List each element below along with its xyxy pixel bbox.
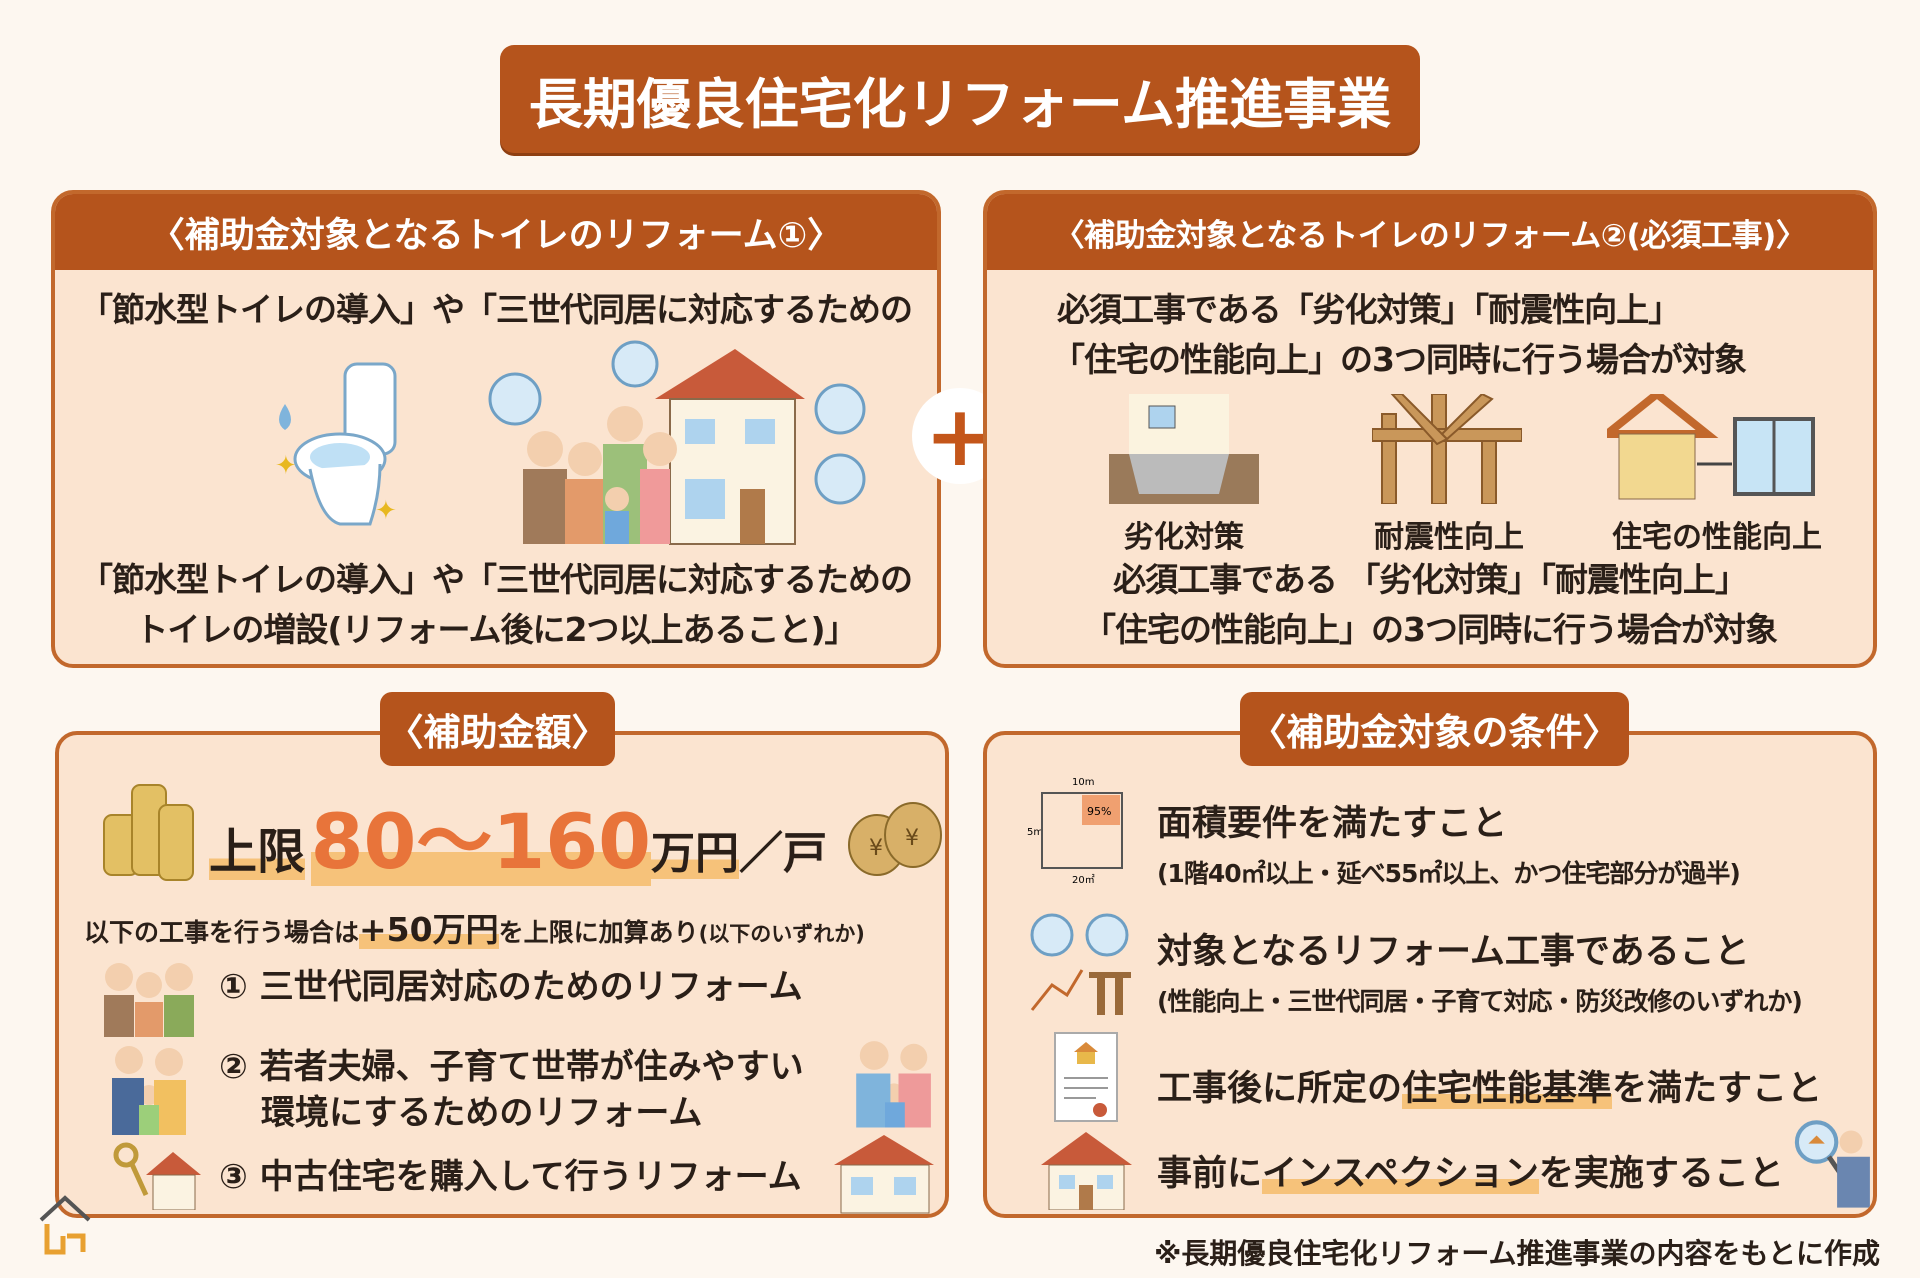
- earthquake-resistance-icon: [1372, 394, 1522, 504]
- panel-text-top: 「節水型トイレの導入」や「三世代同居に対応するための: [80, 290, 913, 329]
- panel-text-bottom-1: 必須工事である 「劣化対策」「耐震性向上」: [1113, 560, 1748, 599]
- svg-text:✦: ✦: [375, 496, 397, 526]
- panel-subsidy-conditions: 10m 5m 95% 20㎡ 面積要件を満たすこと (1階40㎡以上・延べ55㎡以上、か…: [983, 731, 1877, 1218]
- floorplan-side: 5m: [1027, 827, 1043, 838]
- bonus-line: 以下の工事を行う場合は+50万円を上限に加算あり(以下のいずれか): [84, 903, 865, 951]
- floorplan-bottom: 20㎡: [1072, 874, 1095, 886]
- panel-text-top-1: 必須工事である「劣化対策」「耐震性向上」: [1057, 290, 1681, 329]
- house-icon: [834, 1135, 934, 1214]
- key-house-icon: [113, 1142, 201, 1210]
- limit-per: ／戸: [739, 828, 827, 879]
- toilet-illustration: ✦✦: [275, 362, 397, 526]
- panel-text-top-2: 「住宅の性能向上」の3つ同時に行う場合が対象: [1052, 340, 1747, 379]
- housing-performance-icon: [1607, 394, 1815, 500]
- condition-text: 事前に: [1157, 1154, 1263, 1194]
- house-icon: [1041, 1132, 1132, 1210]
- bonus-amount: +50万円: [359, 910, 499, 949]
- subsidy-limit: 上限 80〜160万円／戸: [209, 780, 827, 890]
- condition-subtext: (性能向上・三世代同居・子育て対応・防災改修のいずれか): [1157, 987, 1803, 1016]
- coins-icon: [103, 784, 194, 881]
- item-text: 三世代同居対応のためのリフォーム: [259, 967, 803, 1007]
- item-number: ①: [219, 967, 248, 1007]
- panel-header: 〈補助金対象となるトイレのリフォーム①〉: [55, 194, 937, 270]
- floorplan-pct: 95%: [1087, 805, 1111, 818]
- svg-text:✦: ✦: [275, 451, 297, 481]
- condition-text: 面積要件を満たすこと: [1157, 804, 1508, 844]
- deterioration-icon: [1109, 394, 1259, 504]
- bonus-prefix: 以下の工事を行う場合は: [84, 918, 360, 947]
- svg-text:¥: ¥: [905, 826, 919, 851]
- bonus-item-3: ③ 中古住宅を購入して行うリフォーム: [219, 1155, 802, 1201]
- page-title: 長期優良住宅化リフォーム推進事業: [500, 45, 1420, 153]
- condition-highlight: インスペクション: [1262, 1154, 1539, 1194]
- reform-types-icon: [1030, 913, 1131, 1015]
- item-number: ②: [219, 1047, 248, 1087]
- condition-text: 工事後に所定の: [1157, 1069, 1403, 1109]
- condition-text-end: を満たすこと: [1612, 1069, 1823, 1109]
- bonus-suffix: を上限に加算あり: [498, 918, 699, 947]
- floorplan-top: 10m: [1072, 777, 1094, 788]
- footnote: ※長期優良住宅化リフォーム推進事業の内容をもとに作成: [1154, 1237, 1880, 1270]
- floorplan-icon: 10m 5m 95% 20㎡: [1027, 777, 1123, 886]
- condition-3: 工事後に所定の住宅性能基準を満たすこと: [1157, 1060, 1822, 1111]
- limit-amount: 80〜160: [310, 797, 651, 886]
- limit-prefix: 上限: [209, 824, 306, 880]
- elderly-family-icon: [104, 963, 194, 1037]
- svg-text:¥: ¥: [869, 836, 883, 861]
- item-text: 中古住宅を購入して行うリフォーム: [259, 1157, 802, 1197]
- panel-subsidy-amount: 上限 80〜160万円／戸 ¥¥ 以下の工事を行う場合は+50万円を上限に加算あ…: [55, 731, 949, 1218]
- item-number: ③: [219, 1157, 248, 1197]
- condition-subtext: (1階40㎡以上・延べ55㎡以上、かつ住宅部分が過半): [1157, 859, 1741, 888]
- condition-4: 事前にインスペクションを実施すること: [1157, 1145, 1784, 1196]
- panel-header: 〈補助金対象となるトイレのリフォーム②(必須工事)〉: [987, 194, 1873, 270]
- panel-toilet-reform-1: 〈補助金対象となるトイレのリフォーム①〉 「節水型トイレの導入」や「三世代同居に…: [51, 190, 941, 668]
- label-performance: 住宅の性能向上: [1612, 520, 1822, 555]
- inspector-magnifier-icon: [1794, 1120, 1870, 1208]
- limit-unit: 万円: [651, 828, 739, 879]
- bonus-item-2: ② 若者夫婦、子育て世帯が住みやすい環境にするためのリフォーム: [219, 1045, 804, 1137]
- panel-toilet-reform-2: 〈補助金対象となるトイレのリフォーム②(必須工事)〉 必須工事である「劣化対策」…: [983, 190, 1877, 668]
- condition-text: 対象となるリフォーム工事であること: [1157, 932, 1750, 972]
- subsidy-amount-tab: 〈補助金額〉: [380, 692, 615, 766]
- certificate-icon: [1054, 1032, 1118, 1122]
- bonus-note: (以下のいずれか): [698, 922, 865, 946]
- condition-2: 対象となるリフォーム工事であること (性能向上・三世代同居・子育て対応・防災改修の…: [1157, 923, 1803, 1018]
- condition-text-end: を実施すること: [1538, 1154, 1784, 1194]
- logo-house-icon: [39, 1195, 91, 1255]
- young-family-icon: [112, 1046, 186, 1135]
- panel-text-bottom-2: トイレの増設(リフォーム後に2つ以上あること)」: [135, 610, 857, 649]
- item-text: 若者夫婦、子育て世帯が住みやすい: [259, 1047, 804, 1087]
- condition-1: 面積要件を満たすこと (1階40㎡以上・延べ55㎡以上、かつ住宅部分が過半): [1157, 795, 1741, 890]
- label-deterioration: 劣化対策: [1124, 520, 1244, 555]
- money-bag-icon: ¥¥: [848, 802, 942, 876]
- family-house-illustration: [488, 340, 866, 545]
- subsidy-conditions-tab: 〈補助金対象の条件〉: [1240, 692, 1629, 766]
- item-text-2: 環境にするためのリフォーム: [261, 1092, 703, 1133]
- panel-text-bottom-2: 「住宅の性能向上」の3つ同時に行う場合が対象: [1083, 610, 1778, 649]
- panel-text-bottom-1: 「節水型トイレの導入」や「三世代同居に対応するための: [80, 560, 913, 599]
- bonus-item-1: ① 三世代同居対応のためのリフォーム: [219, 965, 803, 1011]
- condition-highlight: 住宅性能基準: [1402, 1069, 1613, 1109]
- label-earthquake: 耐震性向上: [1374, 520, 1524, 555]
- parents-child-icon: [856, 1041, 931, 1128]
